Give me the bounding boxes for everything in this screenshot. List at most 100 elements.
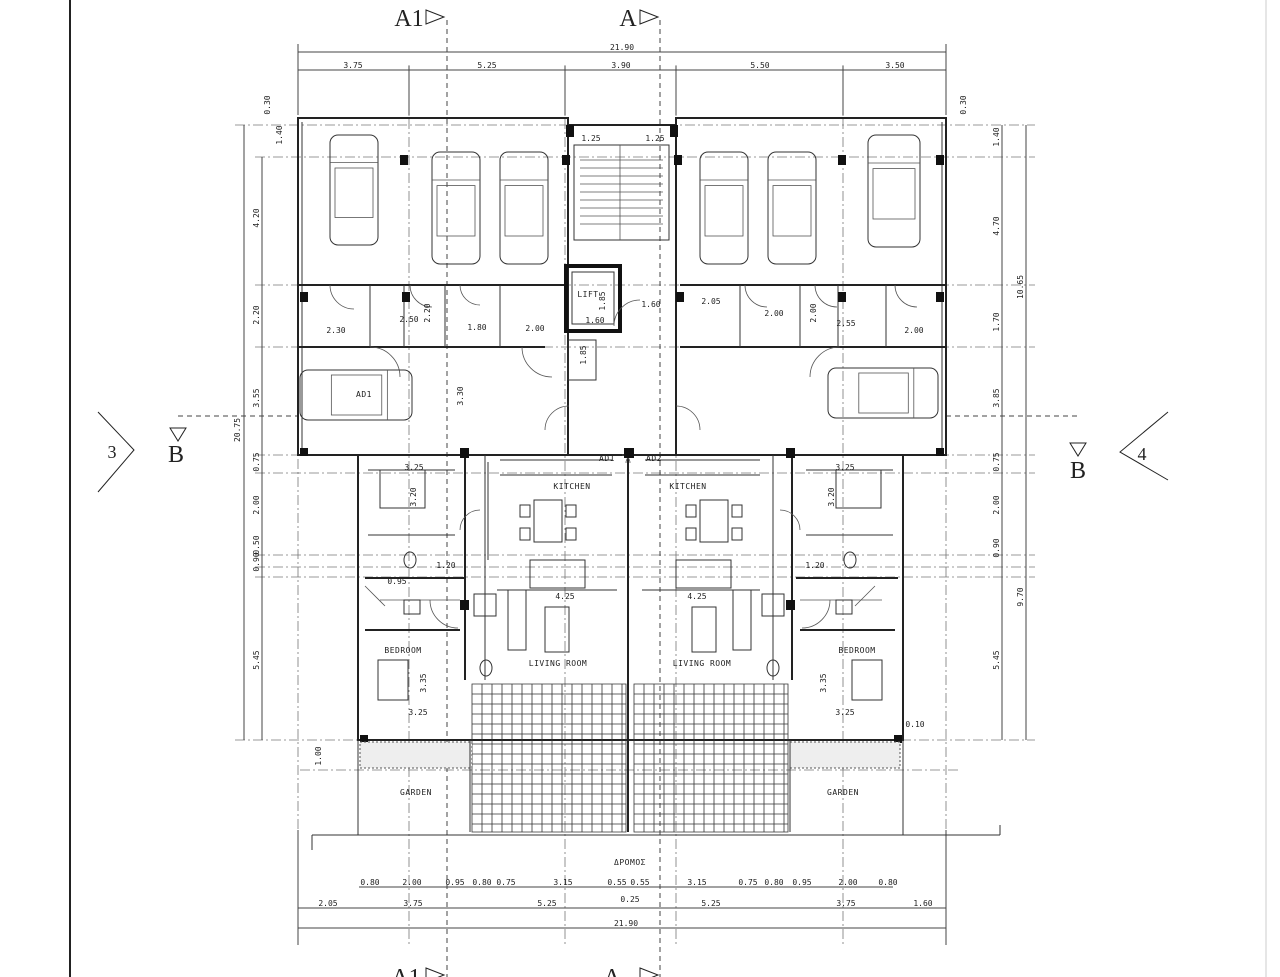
dim-interior: 1.00 [314, 746, 323, 765]
dim-bottom: 5.25 [701, 899, 720, 908]
marker-3: 3 [108, 442, 117, 462]
marker-4: 4 [1138, 444, 1147, 464]
dim-right: 3.85 [992, 388, 1001, 407]
section-a1-bottom: A1 [391, 965, 420, 977]
gardens [311, 740, 1001, 850]
dim-bottom: 2.05 [318, 899, 337, 908]
dim-left: 5.45 [252, 650, 261, 669]
dim-bottom: 3.75 [836, 899, 855, 908]
veranda-tiles [471, 683, 789, 833]
section-a-top: A [619, 6, 637, 32]
dim-right: 10.65 [1016, 275, 1025, 299]
dim-interior: 0.95 [387, 577, 406, 586]
dim-bottom-detail: 0.75 [738, 878, 757, 887]
dim-top: 5.25 [477, 61, 496, 70]
dim-right: 9.70 [1016, 587, 1025, 606]
room-label-door-ad1: AD1 [599, 454, 615, 463]
dim-interior: 2.00 [764, 309, 783, 318]
room-label-garden-right: GARDEN [827, 788, 859, 797]
dim-interior: 2.00 [525, 324, 544, 333]
dim-top: 5.50 [750, 61, 769, 70]
dim-interior: 1.60 [641, 300, 660, 309]
dim-left: 20.75 [233, 418, 242, 442]
car-icon [499, 151, 549, 265]
room-label-door-ad2: AD2 [646, 454, 662, 463]
dim-right: 0.90 [992, 538, 1001, 557]
dim-left: 1.40 [275, 125, 284, 144]
dim-top: 3.90 [611, 61, 630, 70]
dim-bottom-detail: 0.95 [445, 878, 464, 887]
section-a1-top: A1 [394, 6, 423, 32]
dim-bottom-detail: 3.15 [553, 878, 572, 887]
dim-interior: 1.20 [436, 561, 455, 570]
car-icon [767, 151, 817, 265]
dim-right: 1.40 [992, 127, 1001, 146]
dim-left: 0.30 [263, 95, 272, 114]
dim-top: 3.50 [885, 61, 904, 70]
dim-right: 4.70 [992, 216, 1001, 235]
dim-left: 2.00 [252, 495, 261, 514]
dim-bottom: 1.60 [913, 899, 932, 908]
dim-left: 0.50 [252, 535, 261, 554]
dim-right: 0.75 [992, 452, 1001, 471]
dim-interior: 1.25 [581, 134, 600, 143]
room-label-road: ΔΡΟΜΟΣ [614, 858, 646, 867]
dim-bottom: 3.75 [403, 899, 422, 908]
dim-bottom-detail: 0.25 [620, 895, 639, 904]
section-lines [97, 9, 1169, 977]
room-label-lift: LIFT [577, 290, 598, 299]
room-label-kitchen-left: KITCHEN [553, 482, 590, 491]
dimension-lines [243, 44, 1027, 945]
dim-interior: 2.00 [809, 303, 818, 322]
dim-left: 0.90 [252, 552, 261, 571]
dim-interior: 1.85 [579, 345, 588, 364]
dim-interior: 3.25 [835, 463, 854, 472]
dim-bottom-detail: 0.95 [792, 878, 811, 887]
car-icon [299, 369, 413, 421]
dim-bottom-detail: 0.80 [764, 878, 783, 887]
parking-area [297, 117, 947, 456]
section-b-left: B [168, 442, 184, 468]
dim-right: 0.10 [905, 720, 924, 729]
dim-bottom-detail: 0.80 [360, 878, 379, 887]
dim-interior: 3.25 [408, 708, 427, 717]
dim-interior: 2.55 [836, 319, 855, 328]
room-label-bedroom-right: BEDROOM [838, 646, 875, 655]
dim-bottom-detail: 0.55 [630, 878, 649, 887]
section-a-bottom: A [603, 965, 621, 977]
room-label-kitchen-right: KITCHEN [669, 482, 706, 491]
dim-interior: 3.20 [409, 487, 418, 506]
dim-bottom-detail: 0.80 [472, 878, 491, 887]
car-icon [867, 134, 921, 248]
apartments [357, 448, 904, 832]
car-icon [827, 367, 939, 419]
dim-interior: 4.25 [687, 592, 706, 601]
dim-interior: 1.85 [598, 291, 607, 310]
dim-right: 5.45 [992, 650, 1001, 669]
dim-bottom-detail: 2.00 [402, 878, 421, 887]
dim-right: 2.00 [992, 495, 1001, 514]
room-label-garden-left: GARDEN [400, 788, 432, 797]
dim-top: 3.75 [343, 61, 362, 70]
room-label-parking-left: AD1 [356, 390, 372, 399]
dim-interior: 2.50 [399, 315, 418, 324]
room-label-living-right: LIVING ROOM [673, 659, 731, 668]
dim-interior: 3.35 [819, 673, 828, 692]
dim-bottom-detail: 2.00 [838, 878, 857, 887]
dim-bottom-detail: 0.75 [496, 878, 515, 887]
dim-left: 2.20 [252, 305, 261, 324]
dim-interior: 1.60 [585, 316, 604, 325]
dim-left: 4.20 [252, 208, 261, 227]
dim-interior: 1.20 [805, 561, 824, 570]
dim-right: 0.30 [959, 95, 968, 114]
dim-interior: 4.25 [555, 592, 574, 601]
room-label-living-left: LIVING ROOM [529, 659, 587, 668]
dim-interior: 3.35 [419, 673, 428, 692]
dim-bottom-total: 21.90 [614, 919, 638, 928]
room-label-bedroom-left: BEDROOM [384, 646, 421, 655]
dim-bottom: 5.25 [537, 899, 556, 908]
dim-interior: 2.20 [423, 303, 432, 322]
car-icon [329, 134, 379, 246]
dim-interior: 3.30 [456, 386, 465, 405]
